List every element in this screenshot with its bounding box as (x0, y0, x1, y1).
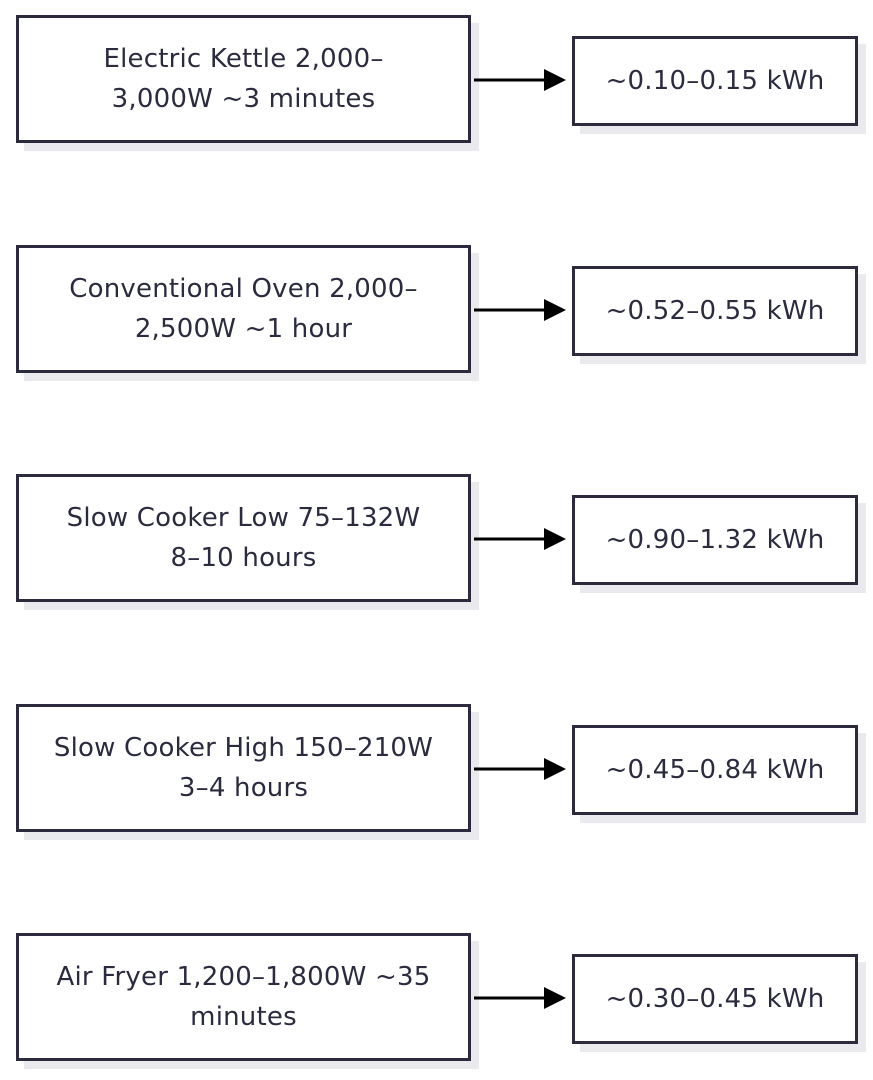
energy-result-box: ~0.30–0.45 kWh (572, 954, 858, 1044)
appliance-box: Slow Cooker Low 75–132W 8–10 hours (16, 474, 471, 602)
appliance-label: Slow Cooker High 150–210W 3–4 hours (53, 733, 434, 803)
diagram-row-air-fryer: Air Fryer 1,200–1,800W ~35 minutes ~0.30… (0, 933, 873, 1065)
appliance-box: Conventional Oven 2,000–2,500W ~1 hour (16, 245, 471, 373)
energy-result-box: ~0.52–0.55 kWh (572, 266, 858, 356)
energy-result-label: ~0.52–0.55 kWh (605, 296, 825, 326)
appliance-box: Slow Cooker High 150–210W 3–4 hours (16, 704, 471, 832)
appliance-label: Conventional Oven 2,000–2,500W ~1 hour (69, 274, 418, 344)
arrow-right-icon (474, 528, 566, 550)
energy-result-box: ~0.45–0.84 kWh (572, 725, 858, 815)
energy-result-label: ~0.10–0.15 kWh (605, 66, 825, 96)
arrow-right-icon (474, 758, 566, 780)
diagram-row-electric-kettle: Electric Kettle 2,000–3,000W ~3 minutes … (0, 15, 873, 147)
appliance-label: Air Fryer 1,200–1,800W ~35 minutes (56, 962, 431, 1032)
energy-result-label: ~0.45–0.84 kWh (605, 755, 825, 785)
diagram-row-slow-cooker-high: Slow Cooker High 150–210W 3–4 hours ~0.4… (0, 704, 873, 836)
appliance-label: Slow Cooker Low 75–132W 8–10 hours (66, 503, 421, 573)
energy-result-box: ~0.90–1.32 kWh (572, 495, 858, 585)
arrow-right-icon (474, 987, 566, 1009)
appliance-box: Air Fryer 1,200–1,800W ~35 minutes (16, 933, 471, 1061)
diagram-row-conventional-oven: Conventional Oven 2,000–2,500W ~1 hour ~… (0, 245, 873, 377)
appliance-label: Electric Kettle 2,000–3,000W ~3 minutes (103, 44, 384, 114)
appliance-box: Electric Kettle 2,000–3,000W ~3 minutes (16, 15, 471, 143)
arrow-right-icon (474, 69, 566, 91)
energy-result-box: ~0.10–0.15 kWh (572, 36, 858, 126)
diagram-row-slow-cooker-low: Slow Cooker Low 75–132W 8–10 hours ~0.90… (0, 474, 873, 606)
energy-result-label: ~0.90–1.32 kWh (605, 525, 825, 555)
energy-result-label: ~0.30–0.45 kWh (605, 984, 825, 1014)
arrow-right-icon (474, 299, 566, 321)
